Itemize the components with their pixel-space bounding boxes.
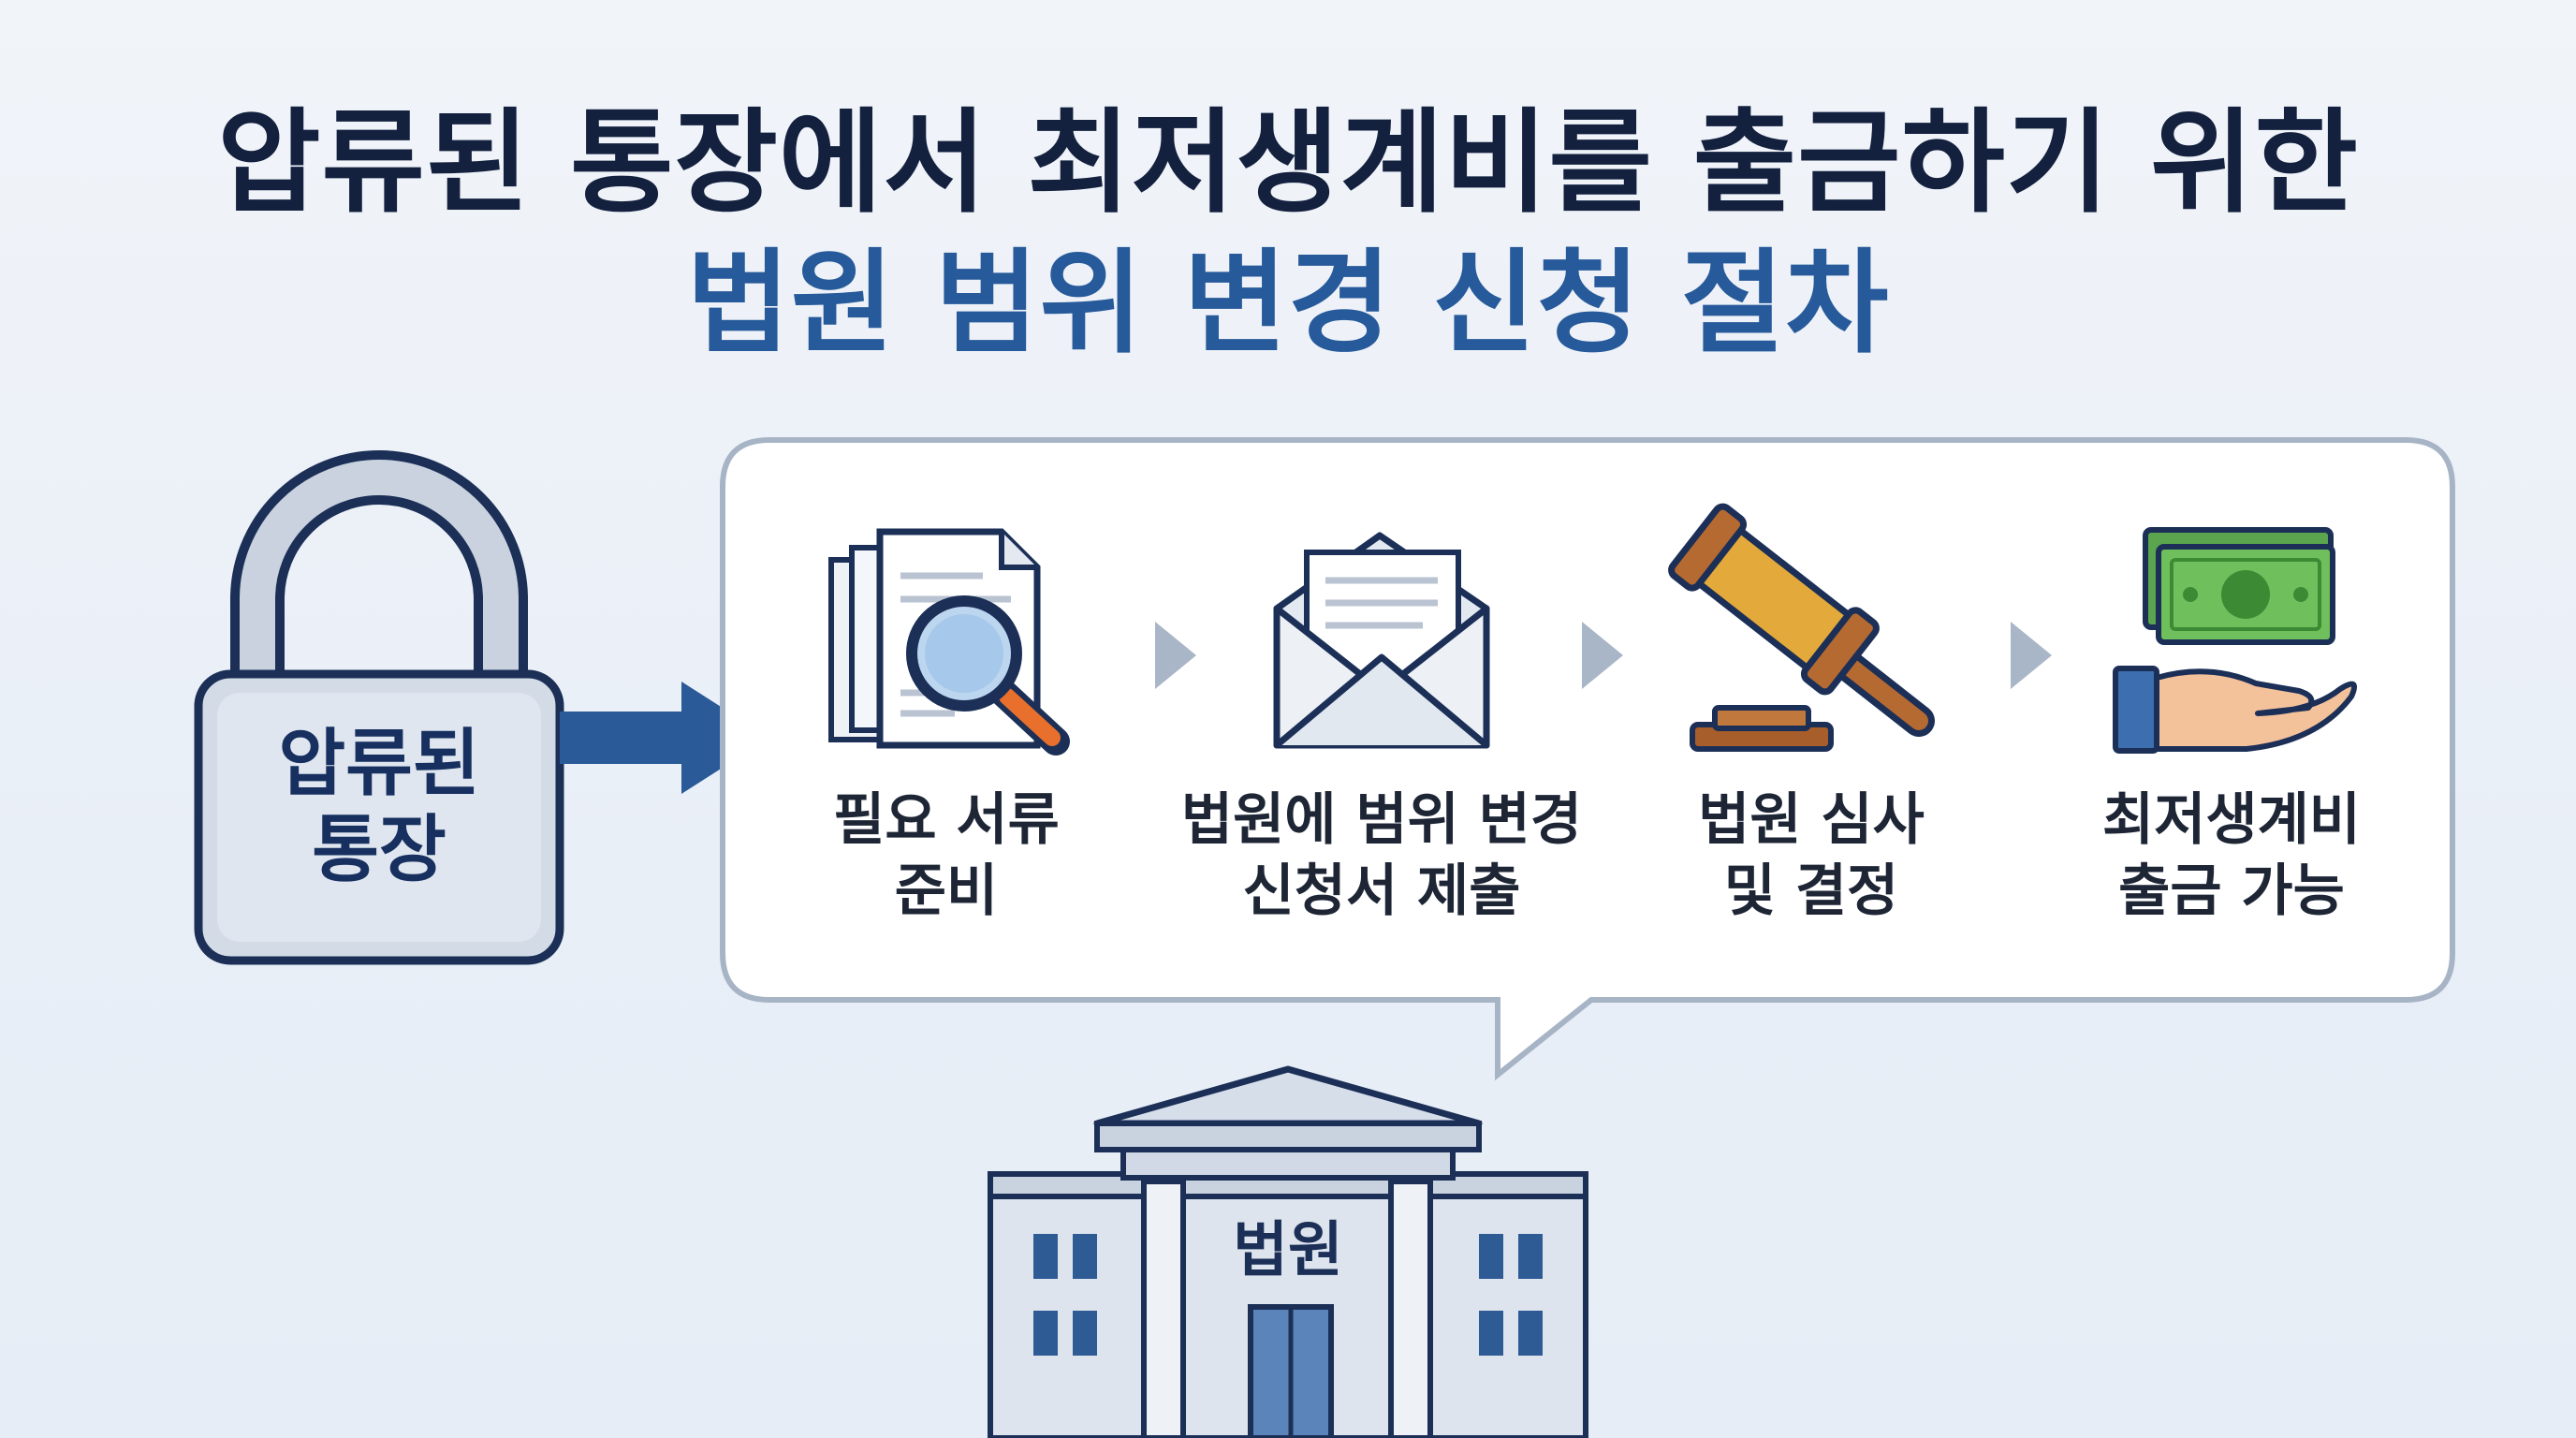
step-1-label-line-2: 준비 — [894, 858, 999, 924]
step-1-label: 필요 서류 준비 — [726, 785, 1166, 927]
process-bubble — [720, 437, 2455, 1081]
step-2-label-line-2: 신청서 제출 — [1242, 858, 1521, 924]
step-4-label-line-2: 출금 가능 — [2118, 858, 2345, 924]
step-2-label-line-1: 법원에 범위 변경 — [1180, 787, 1583, 853]
step-4-label-line-1: 최저생계비 — [2102, 787, 2361, 853]
courthouse-label: 법원 — [1233, 1216, 1343, 1285]
step-3-label: 법원 심사 및 결정 — [1591, 785, 2031, 927]
chevron-right-icon — [1155, 622, 1196, 689]
document-magnifier-icon — [828, 528, 1070, 756]
step-2-label: 법원에 범위 변경 신청서 제출 — [1162, 785, 1602, 927]
step-3-label-line-1: 법원 심사 — [1698, 787, 1925, 853]
title-line-2: 법원 범위 변경 신청 절차 — [686, 239, 1890, 369]
padlock-label-line-1: 압류된 — [278, 722, 480, 806]
step-1-label-line-1: 필요 서류 — [833, 787, 1060, 853]
step-3-label-line-2: 및 결정 — [1723, 858, 1899, 924]
gavel-icon — [1668, 503, 1935, 752]
chevron-right-icon — [2011, 622, 2052, 689]
padlock-label-line-2: 통장 — [312, 808, 446, 892]
title-line-1: 압류된 통장에서 최저생계비를 출금하기 위한 — [217, 98, 2359, 228]
hand-money-icon — [2113, 527, 2357, 754]
padlock-label: 압류된 통장 — [198, 721, 560, 893]
chevron-right-icon — [1582, 622, 1623, 689]
padlock-icon — [194, 450, 564, 965]
courthouse-icon — [988, 1065, 1588, 1438]
step-4-label: 최저생계비 출금 가능 — [2012, 785, 2452, 927]
envelope-letter-icon — [1273, 532, 1490, 749]
